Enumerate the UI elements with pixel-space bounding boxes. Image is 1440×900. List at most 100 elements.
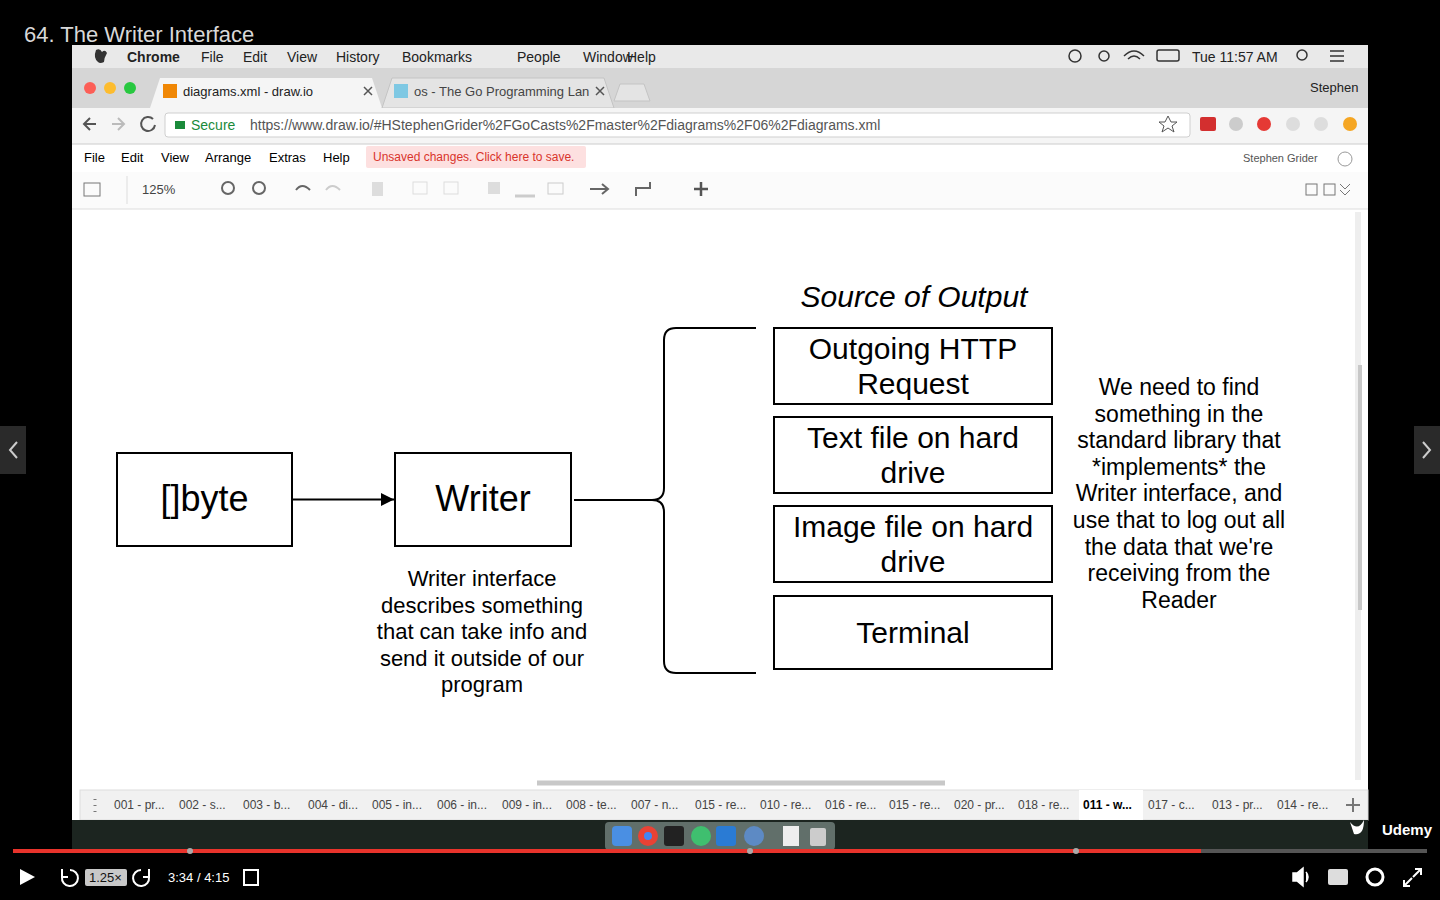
dock-icon — [638, 826, 658, 846]
box-label: Text file on hard drive — [783, 420, 1043, 490]
process-box: Terminal — [773, 595, 1053, 670]
window-button — [84, 82, 96, 94]
menu-item: Bookmarks — [402, 49, 472, 66]
star-icon — [1159, 116, 1177, 132]
settings-icon — [1367, 869, 1383, 885]
extension-icon — [1257, 117, 1271, 131]
active-page-tab — [1079, 790, 1143, 820]
rewind-icon — [62, 869, 78, 886]
play-icon — [20, 869, 35, 885]
menu-item: View — [287, 49, 317, 66]
menu-item: Edit — [243, 49, 267, 66]
toolbar-icon — [1324, 184, 1335, 195]
extension-icon — [1314, 117, 1328, 131]
group-heading: Source of Output — [801, 279, 1028, 315]
curly-bracket — [574, 328, 756, 673]
menu-item: Window — [583, 49, 633, 66]
page-tab: 008 - te... — [566, 798, 617, 812]
active-tab — [150, 78, 382, 108]
divider-line — [72, 209, 1368, 210]
menu-item: History — [336, 49, 380, 66]
toolbar-icon — [84, 183, 100, 196]
process-box: []byte — [116, 452, 293, 547]
dock-icon — [716, 826, 736, 846]
app-area — [72, 144, 1368, 820]
page-tab: 002 - s... — [179, 798, 226, 812]
page-tab: 011 - w... — [1083, 798, 1132, 812]
menu-item: Chrome — [127, 49, 180, 66]
clock-text: Tue 11:57 AM — [1192, 49, 1278, 66]
insert-icon — [694, 182, 708, 196]
page-tab: 020 - pr... — [954, 798, 1005, 812]
note-text: Writer interface describes something tha… — [362, 566, 602, 699]
lock-icon — [175, 121, 185, 129]
box-label: Image file on hard drive — [783, 509, 1043, 579]
dock-icon — [691, 826, 711, 846]
shadow-icon — [548, 183, 563, 194]
chevron-icon — [10, 442, 17, 458]
process-box: Writer — [394, 452, 572, 547]
extension-icon — [1229, 117, 1243, 131]
collapse-icon — [1340, 184, 1350, 195]
browser-tab — [382, 78, 614, 108]
chapter-marker — [1073, 848, 1079, 854]
process-box: Image file on hard drive — [773, 505, 1053, 583]
page-tab: 018 - re... — [1018, 798, 1069, 812]
line-color-icon — [515, 195, 535, 198]
separator — [127, 176, 128, 204]
page-tab: 007 - n... — [631, 798, 678, 812]
progress-track — [13, 849, 1427, 853]
wifi-icon — [1124, 51, 1144, 59]
status-icon — [1099, 51, 1109, 61]
box-label: Writer — [435, 478, 530, 520]
zoom-level: 125% — [142, 182, 175, 198]
brand-logo-text: Udemy — [1382, 821, 1432, 839]
time-display: 3:34 / 4:15 — [168, 870, 229, 886]
tab-strip — [72, 68, 1368, 108]
prev-button — [0, 426, 26, 474]
zoom-out-icon — [253, 182, 265, 194]
back-icon — [84, 118, 96, 130]
fullscreen-icon — [1404, 869, 1421, 886]
dock-icon — [644, 832, 652, 840]
page-tab: 017 - c... — [1148, 798, 1195, 812]
captions-icon — [1328, 869, 1348, 885]
redo-icon — [326, 186, 340, 190]
dock-icon — [612, 826, 632, 846]
warning-banner — [366, 146, 586, 168]
apple-logo — [95, 49, 107, 63]
search-icon — [1297, 50, 1307, 60]
add-page-icon — [1346, 798, 1360, 812]
page-tab: 010 - re... — [760, 798, 811, 812]
arrow-connector — [293, 499, 394, 501]
page-tab: 009 - in... — [502, 798, 552, 812]
battery-icon — [1157, 50, 1179, 61]
app-menu-item: Help — [323, 150, 350, 166]
scrollbar-thumb — [537, 781, 945, 786]
menu-item: File — [201, 49, 224, 66]
box-label: []byte — [160, 478, 248, 520]
omnibox — [165, 113, 1190, 137]
toolbar-icon — [1306, 184, 1317, 195]
forward-icon — [133, 869, 149, 886]
volume-icon — [1293, 868, 1308, 886]
chevron-icon — [1423, 442, 1430, 458]
page-tab: 006 - in... — [437, 798, 487, 812]
chapter-marker — [747, 848, 753, 854]
udemy-logo — [1350, 820, 1364, 834]
notes-icon — [244, 870, 258, 885]
extension-icon — [1286, 117, 1300, 131]
status-icon — [1069, 50, 1081, 62]
app-menu-item: Edit — [121, 150, 143, 166]
box-label: Terminal — [856, 615, 969, 650]
page-tab: 014 - re... — [1277, 798, 1328, 812]
extension-icon — [1343, 117, 1357, 131]
fill-icon — [488, 182, 500, 194]
favicon — [394, 84, 408, 98]
close-icon — [596, 87, 604, 95]
url-text: https://www.draw.io/#HStephenGrider%2FGo… — [250, 117, 880, 134]
app-menu-item: Arrange — [205, 150, 251, 166]
page-tab: 005 - in... — [372, 798, 422, 812]
desktop-wallpaper — [72, 820, 1368, 850]
note-text: We need to find something in the standar… — [1064, 374, 1294, 613]
